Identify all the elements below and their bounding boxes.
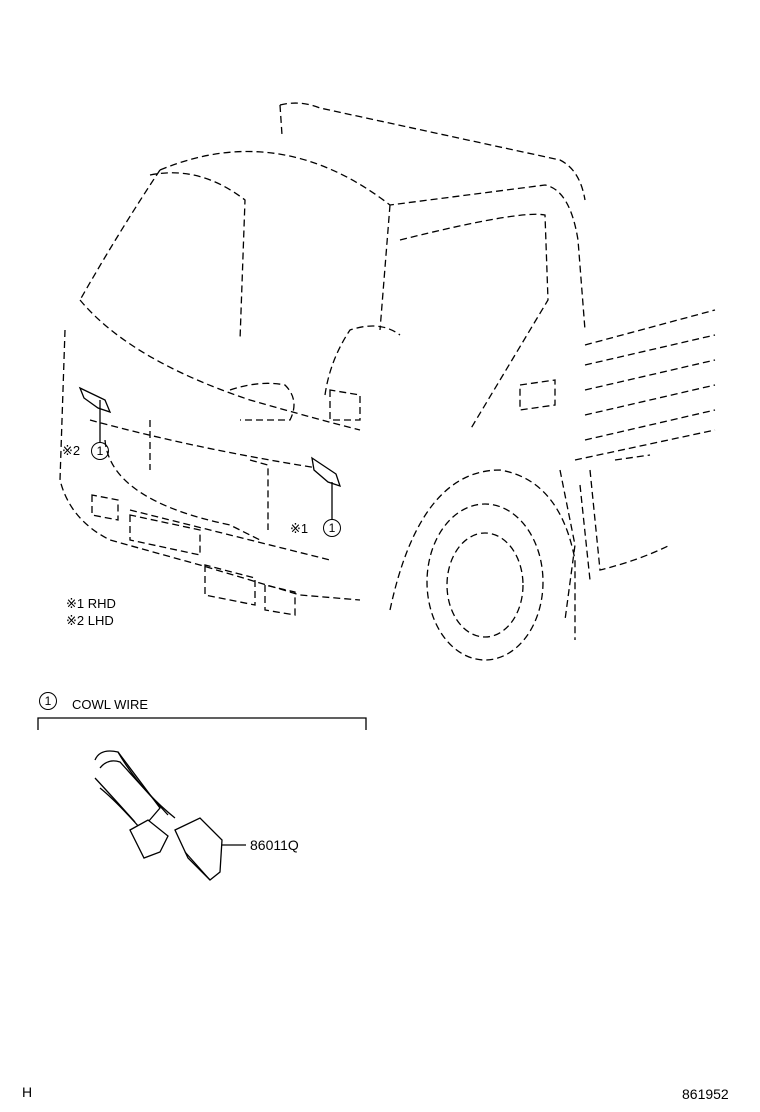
diagram-id: 861952	[682, 1086, 729, 1102]
cargo-bed	[574, 309, 716, 581]
note-lhd-mark: ※2	[66, 613, 85, 628]
note-lhd-text: LHD	[87, 613, 114, 628]
note-rhd-text: RHD	[87, 596, 116, 611]
note-rhd: ※1 RHD	[66, 597, 116, 611]
note-rhd-mark: ※1	[66, 596, 85, 611]
cab-connector-left	[78, 386, 112, 442]
part-number-label: 86011Q	[250, 837, 299, 853]
callout-number-right: 1	[323, 519, 341, 537]
callout-number-left: 1	[91, 442, 109, 460]
callout-mark-rhd: ※1	[290, 521, 309, 536]
footer-left-code: H	[22, 1084, 33, 1100]
note-lhd: ※2 LHD	[66, 614, 114, 628]
cab-connector-right	[311, 456, 342, 520]
truck-cab-outline	[59, 102, 586, 616]
callout-mark-lhd: ※2	[62, 443, 81, 458]
section-number: 1	[39, 692, 57, 710]
section-bracket	[37, 717, 367, 730]
section-title: COWL WIRE	[72, 697, 149, 712]
front-wheel	[389, 469, 576, 661]
cowl-wire-harness	[94, 750, 246, 881]
